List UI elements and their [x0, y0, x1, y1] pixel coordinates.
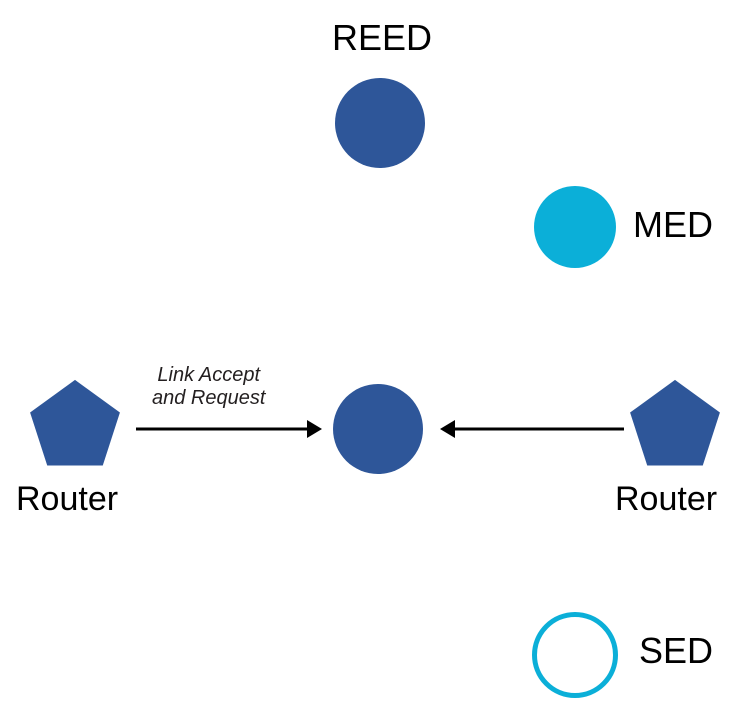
node-label-reed: REED — [332, 17, 433, 58]
node-label-router-right: Router — [615, 480, 718, 518]
node-reed[interactable] — [335, 78, 425, 168]
node-router-right[interactable] — [629, 379, 721, 467]
node-label-sed: SED — [639, 630, 714, 671]
edge-label-line-2: and Request — [152, 387, 266, 409]
node-sed[interactable] — [532, 612, 618, 698]
node-label-med: MED — [633, 204, 713, 245]
node-leader[interactable] — [333, 384, 423, 474]
node-med[interactable] — [534, 186, 616, 268]
edge-router-left-to-leader — [136, 420, 322, 438]
edge-label-line-1: Link Accept — [157, 364, 261, 386]
node-label-router-left: Router — [16, 480, 119, 518]
pentagon-shape — [30, 379, 120, 466]
arrow-head-icon — [307, 420, 322, 438]
edge-label-link-accept-and-request: Link Accept and Request — [152, 364, 265, 410]
node-router-left[interactable] — [29, 379, 121, 467]
pentagon-shape — [630, 379, 720, 466]
arrow-head-icon — [440, 420, 455, 438]
edge-router-right-to-leader — [440, 420, 624, 438]
